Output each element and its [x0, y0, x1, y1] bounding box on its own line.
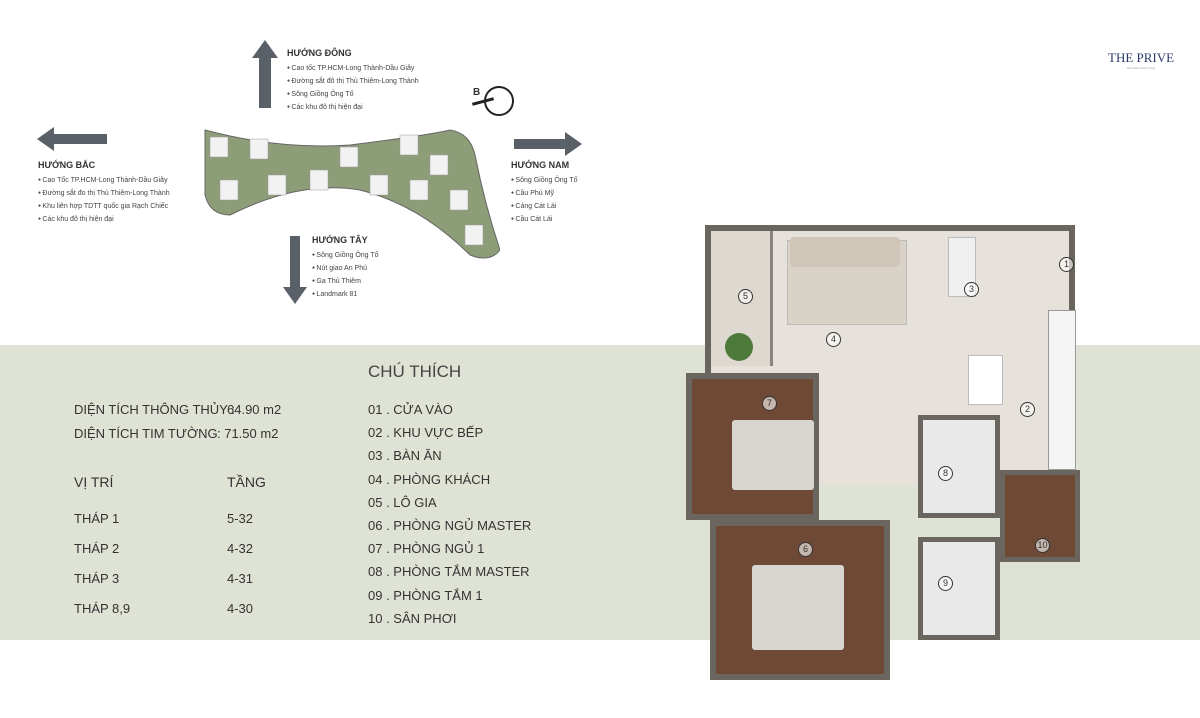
direction-title: HƯỚNG TÂY: [312, 235, 368, 245]
brand-logo: THE PRIVE Riverside luxury living: [1108, 50, 1174, 70]
bed-1: [732, 420, 814, 490]
room-number: 2: [1020, 402, 1035, 417]
list-item: Sông Giồng Ông Tố: [511, 174, 577, 187]
list-item: Nút giao An Phú: [312, 262, 379, 275]
arrow-right-icon: [514, 139, 566, 149]
plant: [725, 333, 753, 361]
legend-item: 04 . PHÒNG KHÁCH: [368, 471, 491, 487]
tower-name: THÁP 1: [74, 511, 120, 526]
col-position: VỊ TRÍ: [74, 474, 114, 490]
room-number: 10: [1035, 538, 1050, 553]
list-item: Landmark 81: [312, 288, 379, 301]
compass-label: B: [473, 87, 481, 98]
list-item: Sông Giồng Ông Tố: [312, 249, 378, 262]
tower-floors: 4-30: [227, 601, 254, 616]
direction-west: HƯỚNG TÂY Sông Giồng Ông Tố Nút giao An …: [312, 235, 379, 300]
list-item: Cao tốc TP.HCM-Long Thành-Dầu Giây: [287, 62, 419, 75]
dining-table: [948, 237, 976, 297]
list-item: Đường sắt đo thị Thủ Thiêm-Long Thành: [38, 187, 169, 200]
list-item: Sông Giồng Ông Tố: [287, 88, 419, 101]
net-area-label: DIỆN TÍCH THÔNG THỦY :: [74, 402, 235, 417]
direction-north: HƯỚNG BẮC Cao Tốc TP.HCM-Long Thành-Dầu …: [38, 160, 170, 225]
master-bed: [752, 565, 844, 650]
floor-plan: 1 2 3 4 5 6 7 8 9 10: [686, 215, 1090, 680]
tower-name: THÁP 3: [74, 571, 120, 586]
tower-floors: 4-32: [227, 541, 254, 556]
list-item: Cao Tốc TP.HCM-Long Thành-Dầu Giây: [38, 174, 170, 187]
bath-1: [918, 537, 1000, 640]
room-number: 9: [938, 576, 953, 591]
legend-list: 01 . CỬA VÀO 02 . KHU VỰC BẾP 03 . BÀN Ă…: [368, 398, 531, 630]
list-item: Cảng Cát Lái: [511, 200, 578, 213]
direction-title: HƯỚNG BẮC: [38, 160, 96, 170]
room-number: 7: [762, 396, 777, 411]
tower-block: [209, 136, 229, 158]
tower-name: THÁP 8,9: [74, 601, 131, 616]
list-item: Ga Thủ Thiêm: [312, 275, 379, 288]
legend-title: CHÚ THÍCH: [368, 362, 462, 381]
legend-item: 08 . PHÒNG TẮM MASTER: [368, 564, 530, 580]
list-item: Các khu đô thị hiện đại: [38, 213, 170, 226]
list-item: Khu liên hợp TDTT quốc gia Rạch Chiếc: [38, 200, 170, 213]
tower-block: [267, 174, 287, 196]
legend-item: 07 . PHÒNG NGỦ 1: [368, 541, 485, 557]
kitchen-counter: [1048, 310, 1076, 470]
direction-title: HƯỚNG NAM: [511, 160, 570, 170]
list-item: Cầu Phú Mỹ: [511, 187, 578, 200]
tower-floors: 5-32: [227, 511, 254, 526]
tower-block: [449, 189, 469, 211]
direction-title: HƯỚNG ĐÔNG: [287, 48, 352, 58]
arrow-down-icon: [290, 236, 300, 288]
legend-item: 10 . SÂN PHƠI: [368, 610, 457, 626]
legend-item: 09 . PHÒNG TẮM 1: [368, 587, 483, 603]
gross-area-value: : 71.50 m2: [217, 426, 279, 441]
list-item: Cầu Cát Lái: [511, 213, 578, 226]
room-number: 6: [798, 542, 813, 557]
arrow-left-head: [37, 127, 54, 151]
room-number: 1: [1059, 257, 1074, 272]
legend-item: 03 . BÀN ĂN: [368, 448, 442, 464]
site-plan: [204, 129, 500, 259]
sofa: [790, 237, 900, 267]
room-number: 3: [964, 282, 979, 297]
tower-block: [249, 138, 269, 160]
arrow-right-head: [565, 132, 582, 156]
tower-block: [409, 179, 429, 201]
tower-block: [429, 154, 449, 176]
direction-east: HƯỚNG ĐÔNG Cao tốc TP.HCM-Long Thành-Dầu…: [287, 48, 419, 113]
gross-area-label: DIỆN TÍCH TIM TƯỜNG: [74, 426, 218, 441]
room-number: 8: [938, 466, 953, 481]
legend-item: 02 . KHU VỰC BẾP: [368, 425, 484, 441]
col-floor: TẦNG: [227, 474, 266, 490]
tower-name: THÁP 2: [74, 541, 120, 556]
legend-item: 01 . CỬA VÀO: [368, 402, 453, 417]
arrow-down-head: [283, 287, 307, 304]
tower-block: [464, 224, 484, 246]
tower-block: [309, 169, 329, 191]
list-item: Đường sắt đô thị Thủ Thiêm-Long Thành: [287, 75, 418, 88]
logo-text: THE PRIVE: [1108, 50, 1175, 65]
tower-block: [219, 179, 239, 201]
legend-item: 05 . LÔ GIA: [368, 494, 437, 510]
room-number: 5: [738, 289, 753, 304]
tower-block: [369, 174, 389, 196]
net-area-value: 64.90 m2: [227, 402, 282, 417]
master-bath: [918, 415, 1000, 518]
logo-tagline: Riverside luxury living: [1127, 66, 1155, 70]
room-number: 4: [826, 332, 841, 347]
tower-floors: 4-31: [227, 571, 254, 586]
kitchen-island: [968, 355, 1003, 405]
arrow-left-icon: [53, 134, 107, 144]
arrow-up-icon: [259, 58, 271, 108]
tower-block: [399, 134, 419, 156]
list-item: Các khu đô thị hiện đại: [287, 101, 419, 114]
legend-item: 06 . PHÒNG NGỦ MASTER: [368, 518, 532, 534]
direction-south: HƯỚNG NAM Sông Giồng Ông Tố Cầu Phú Mỹ C…: [511, 160, 578, 225]
tower-block: [339, 146, 359, 168]
arrow-up-head: [252, 40, 278, 58]
